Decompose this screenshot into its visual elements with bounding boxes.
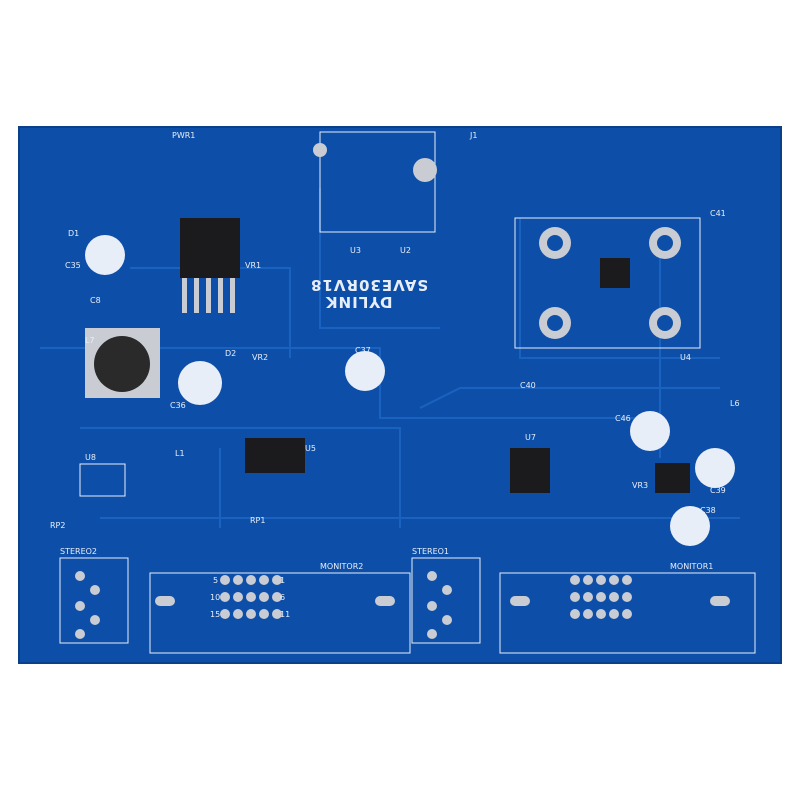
label-vr1: VR1: [245, 261, 261, 270]
dsub-pin: [622, 592, 632, 602]
dsub-pin: [609, 575, 619, 585]
label-u7: U7: [525, 433, 536, 442]
connectors: [59, 557, 756, 654]
dsub-pin: [570, 575, 580, 585]
pin-label: 10: [210, 593, 220, 602]
label-l6: L6: [730, 399, 740, 408]
dsub-pin: [220, 575, 230, 585]
dsub-pin: [220, 609, 230, 619]
label-c46: C46: [615, 414, 631, 423]
pin-label: 6: [280, 593, 285, 602]
label-vr3: VR3: [632, 481, 648, 490]
label-u3: U3: [350, 246, 361, 255]
dsub-pin: [233, 609, 243, 619]
dsub-pin: [259, 609, 269, 619]
dsub-pin: [259, 575, 269, 585]
dsub-pin: [233, 592, 243, 602]
inductor-l7: [94, 336, 150, 392]
label-d1: D1: [68, 229, 79, 238]
dsub-pin: [246, 575, 256, 585]
dsub-pin: [246, 609, 256, 619]
pcb-artwork: PWR1 J1 VR1 VR2 VR3 U4 U5 U7 U8 L7 C35 C…: [40, 131, 756, 654]
dsub-pin: [272, 592, 282, 602]
vr1-regulator: [180, 218, 240, 278]
dsub-pin: [259, 592, 269, 602]
pin-label: 1: [280, 576, 285, 585]
dsub-pin: [233, 575, 243, 585]
label-d2: D2: [225, 349, 236, 358]
pin-label: 5: [213, 576, 218, 585]
pcb-board: PWR1 J1 VR1 VR2 VR3 U4 U5 U7 U8 L7 C35 C…: [18, 126, 782, 664]
dsub-pin: [609, 609, 619, 619]
label-vr2: VR2: [252, 353, 268, 362]
dsub-pin: [622, 575, 632, 585]
label-u5: U5: [305, 444, 316, 453]
label-l1: L1: [175, 449, 185, 458]
u4-chip: [600, 258, 630, 288]
dsub-pin: [272, 575, 282, 585]
label-c36: C36: [170, 401, 186, 410]
label-c8: C8: [90, 296, 101, 305]
dsub-pin: [583, 575, 593, 585]
dsub-pin: [609, 592, 619, 602]
mounting-holes: [313, 143, 681, 339]
pin-label: 15: [210, 610, 220, 619]
label-stereo2: STEREO2: [60, 547, 97, 556]
label-stereo1: STEREO1: [412, 547, 449, 556]
dsub-pin: [272, 609, 282, 619]
dsub-pin: [246, 592, 256, 602]
label-j1: J1: [469, 131, 477, 140]
label-u8: U8: [85, 453, 96, 462]
dsub-pin: [622, 609, 632, 619]
pin-label: 11: [280, 610, 290, 619]
label-pwr1: PWR1: [172, 131, 195, 140]
dsub-pin: [220, 592, 230, 602]
dsub-pin: [583, 609, 593, 619]
label-c35: C35: [65, 261, 81, 270]
dsub-pin: [583, 592, 593, 602]
label-l7: L7: [85, 336, 95, 345]
label-c39: C39: [710, 486, 726, 495]
capacitors: [85, 235, 735, 546]
label-c41: C41: [710, 209, 726, 218]
label-monitor2: MONITOR2: [320, 562, 363, 571]
label-u4: U4: [680, 353, 691, 362]
label-c37: C37: [355, 346, 371, 355]
u5-chip: [245, 438, 305, 473]
label-rp1: RP1: [250, 516, 265, 525]
dsub-pin: [570, 592, 580, 602]
label-c38: C38: [700, 506, 716, 515]
dsub-pin: [596, 575, 606, 585]
model-label: SAVE30RV18: [310, 276, 429, 294]
brand-label: DYLINK: [325, 293, 393, 311]
label-rp2: RP2: [50, 521, 65, 530]
label-monitor1: MONITOR1: [670, 562, 713, 571]
u7-chip: [510, 448, 550, 493]
dsub-pin: [570, 609, 580, 619]
label-u2: U2: [400, 246, 411, 255]
vr3-chip: [655, 463, 690, 493]
dsub-pin: [596, 609, 606, 619]
label-c40: C40: [520, 381, 536, 390]
dsub-pin: [596, 592, 606, 602]
